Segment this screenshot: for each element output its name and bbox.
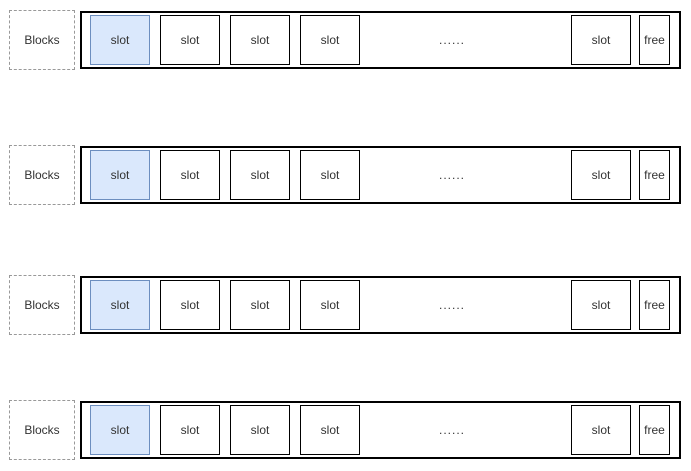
- free-box: free: [639, 280, 670, 330]
- blocks-label: Blocks: [9, 400, 75, 460]
- slot-box: slot: [160, 15, 220, 65]
- highlighted-slot-box: slot: [90, 15, 150, 65]
- slot-box: slot: [160, 405, 220, 455]
- slot-box: slot: [230, 405, 290, 455]
- blocks-container: slot slot slot slot ...... slot free: [80, 11, 681, 69]
- blocks-container: slot slot slot slot ...... slot free: [80, 146, 681, 204]
- slot-box: slot: [571, 405, 631, 455]
- block-row: Blocks slot slot slot slot ...... slot f…: [0, 145, 691, 205]
- highlighted-slot-box: slot: [90, 150, 150, 200]
- slot-box: slot: [230, 280, 290, 330]
- ellipsis: ......: [438, 298, 465, 312]
- free-box: free: [639, 405, 670, 455]
- slot-box: slot: [300, 15, 360, 65]
- blocks-label: Blocks: [9, 145, 75, 205]
- free-box: free: [639, 150, 670, 200]
- slot-box: slot: [300, 280, 360, 330]
- free-box: free: [639, 15, 670, 65]
- blocks-container: slot slot slot slot ...... slot free: [80, 276, 681, 334]
- slot-box: slot: [160, 280, 220, 330]
- block-row: Blocks slot slot slot slot ...... slot f…: [0, 10, 691, 70]
- highlighted-slot-box: slot: [90, 405, 150, 455]
- ellipsis: ......: [438, 168, 465, 182]
- blocks-label: Blocks: [9, 10, 75, 70]
- blocks-label: Blocks: [9, 275, 75, 335]
- ellipsis: ......: [438, 33, 465, 47]
- slot-box: slot: [300, 405, 360, 455]
- highlighted-slot-box: slot: [90, 280, 150, 330]
- slot-box: slot: [230, 150, 290, 200]
- slot-box: slot: [571, 15, 631, 65]
- slot-box: slot: [571, 280, 631, 330]
- ellipsis: ......: [438, 423, 465, 437]
- slot-box: slot: [571, 150, 631, 200]
- slot-box: slot: [300, 150, 360, 200]
- slot-box: slot: [160, 150, 220, 200]
- blocks-container: slot slot slot slot ...... slot free: [80, 401, 681, 459]
- block-row: Blocks slot slot slot slot ...... slot f…: [0, 400, 691, 460]
- slot-box: slot: [230, 15, 290, 65]
- block-row: Blocks slot slot slot slot ...... slot f…: [0, 275, 691, 335]
